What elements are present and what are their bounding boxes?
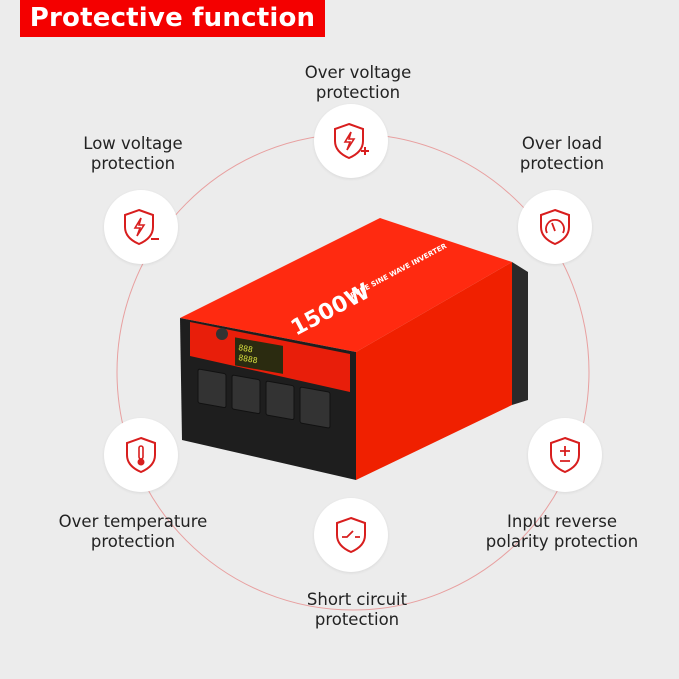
shield-gauge-icon: [540, 208, 570, 246]
label-line: Over temperature: [58, 512, 208, 531]
over-voltage-icon-circle: [314, 104, 388, 178]
label-line: protection: [90, 532, 176, 551]
shield-bolt-minus-icon: [124, 208, 159, 246]
low-voltage-icon-circle: [104, 190, 178, 264]
over-temperature-icon-circle: [104, 418, 178, 492]
over-load-icon-circle: [518, 190, 592, 264]
shield-bolt-plus-icon: [334, 122, 369, 160]
label-line: protection: [519, 154, 605, 173]
label-line: Input reverse: [507, 512, 617, 531]
display-line-2: 8888: [238, 353, 259, 365]
shield-plus-minus-icon: [550, 436, 580, 474]
label-line: protection: [314, 610, 400, 629]
label-line: protection: [90, 154, 176, 173]
label-line: Low voltage: [83, 134, 183, 153]
short-circuit-icon-circle: [314, 498, 388, 572]
label-line: protection: [315, 83, 401, 102]
display-line-1: 888: [238, 343, 254, 354]
input-reverse-icon-circle: [528, 418, 602, 492]
label-line: Short circuit: [306, 590, 408, 609]
label-line: Over voltage: [304, 63, 412, 82]
banner-title: Protective function: [20, 0, 325, 37]
shield-switch-icon: [336, 516, 366, 554]
label-line: Over load: [521, 134, 603, 153]
label-line: polarity protection: [485, 532, 639, 551]
shield-thermometer-icon: [126, 436, 156, 474]
